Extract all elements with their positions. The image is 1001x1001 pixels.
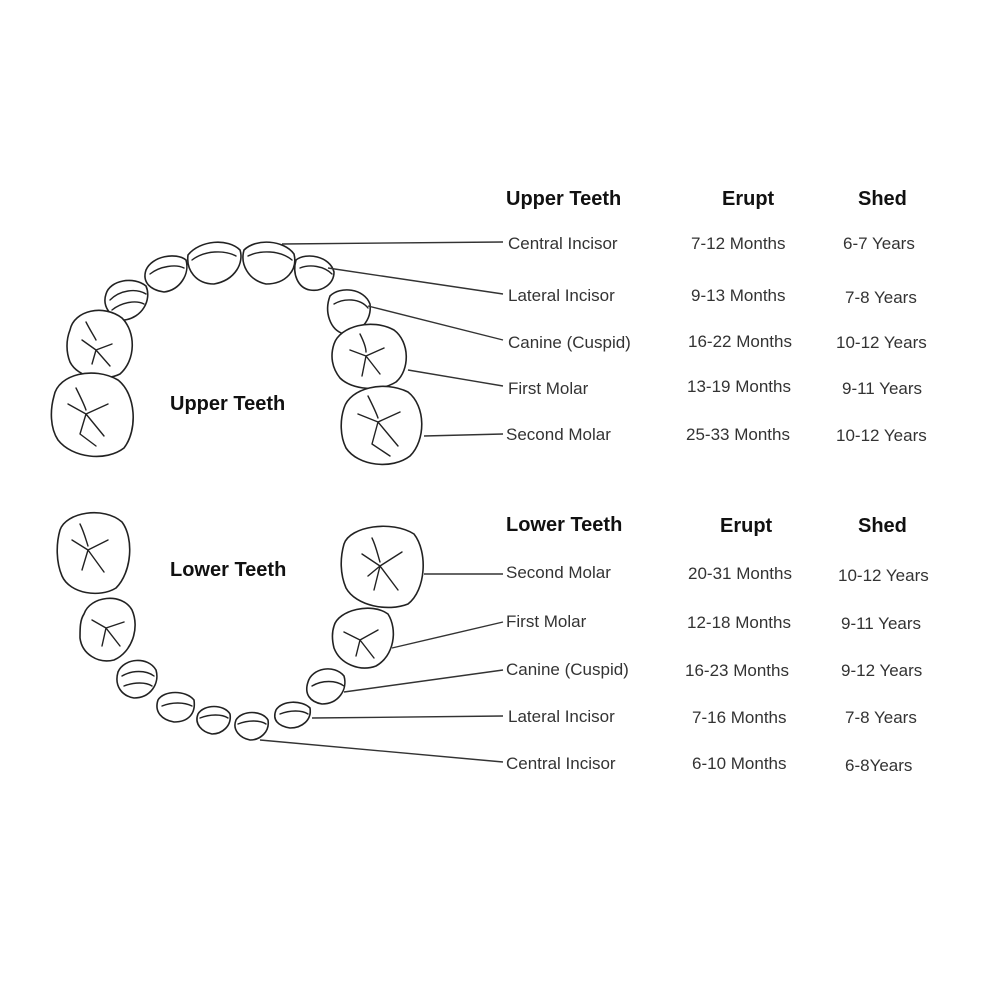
- leader-lower-canine: [343, 669, 504, 693]
- upper-second-molar-left: [50, 372, 134, 458]
- shed-value: 10-12 Years: [838, 566, 929, 585]
- shed-value: 6-8Years: [845, 756, 913, 775]
- tooth-name: Lateral Incisor: [508, 707, 615, 726]
- tooth-name: Second Molar: [506, 425, 611, 444]
- leader-lower-lateral-incisor: [311, 715, 504, 719]
- lower-first-molar-left: [79, 597, 136, 662]
- lower-second-molar-left: [56, 511, 131, 595]
- lower-central-incisor-right: [234, 711, 270, 741]
- leader-lower-first-molar: [391, 621, 504, 649]
- shed-value: 9-11 Years: [841, 614, 922, 633]
- shed-value: 7-8 Years: [845, 288, 917, 307]
- leader-upper-canine: [367, 305, 504, 341]
- leader-lower-central-incisor: [259, 739, 504, 763]
- upper-lateral-incisor-left: [144, 255, 188, 293]
- lower-canine-right: [306, 668, 346, 705]
- erupt-value: 13-19 Months: [687, 377, 791, 396]
- leader-upper-central-incisor: [281, 241, 504, 245]
- erupt-value: 7-16 Months: [692, 708, 787, 727]
- lower-shed-header: Shed: [858, 515, 907, 537]
- tooth-name: First Molar: [506, 612, 587, 631]
- upper-leader-lines: [281, 241, 504, 437]
- leader-upper-second-molar: [423, 433, 504, 437]
- upper-central-incisor-right: [242, 241, 296, 285]
- shed-value: 9-12 Years: [841, 661, 923, 680]
- upper-first-molar-left: [66, 309, 133, 379]
- upper-group-header: Upper Teeth: [506, 188, 622, 210]
- erupt-value: 9-13 Months: [691, 286, 786, 305]
- upper-central-incisor-left: [187, 241, 242, 285]
- shed-value: 10-12 Years: [836, 333, 927, 352]
- lower-first-molar-right: [331, 607, 395, 669]
- upper-erupt-header: Erupt: [722, 188, 775, 210]
- erupt-value: 25-33 Months: [686, 425, 790, 444]
- lower-group-header: Lower Teeth: [506, 514, 623, 536]
- lower-arch: [56, 511, 424, 741]
- shed-value: 10-12 Years: [836, 426, 927, 445]
- upper-first-molar-right: [331, 323, 407, 390]
- upper-arch: [50, 241, 423, 466]
- erupt-value: 12-18 Months: [687, 613, 791, 632]
- erupt-value: 6-10 Months: [692, 754, 787, 773]
- lower-jaw-label: Lower Teeth: [170, 559, 287, 581]
- lower-lateral-incisor-right: [274, 701, 312, 729]
- upper-lateral-incisor-right: [294, 255, 335, 292]
- upper-second-molar-right: [340, 385, 423, 466]
- shed-value: 6-7 Years: [843, 234, 915, 253]
- lower-erupt-header: Erupt: [720, 515, 773, 537]
- tooth-name: Central Incisor: [506, 754, 616, 773]
- shed-value: 9-11 Years: [842, 379, 923, 398]
- erupt-value: 16-22 Months: [688, 332, 792, 351]
- lower-lateral-incisor-left: [156, 691, 196, 723]
- tooth-name: First Molar: [508, 379, 589, 398]
- leader-upper-first-molar: [407, 369, 504, 387]
- shed-value: 7-8 Years: [845, 708, 917, 727]
- erupt-value: 20-31 Months: [688, 564, 792, 583]
- erupt-value: 16-23 Months: [685, 661, 789, 680]
- tooth-name: Second Molar: [506, 563, 611, 582]
- leader-upper-lateral-incisor: [327, 267, 504, 295]
- upper-jaw-label: Upper Teeth: [170, 393, 286, 415]
- lower-canine-left: [116, 659, 158, 699]
- lower-leader-lines: [259, 573, 504, 763]
- erupt-value: 7-12 Months: [691, 234, 786, 253]
- lower-second-molar-right: [340, 525, 424, 609]
- lower-central-incisor-left: [196, 705, 232, 735]
- tooth-name: Canine (Cuspid): [506, 660, 629, 679]
- tooth-name: Lateral Incisor: [508, 286, 615, 305]
- tooth-name: Central Incisor: [508, 234, 618, 253]
- upper-shed-header: Shed: [858, 188, 907, 210]
- tooth-name: Canine (Cuspid): [508, 333, 631, 352]
